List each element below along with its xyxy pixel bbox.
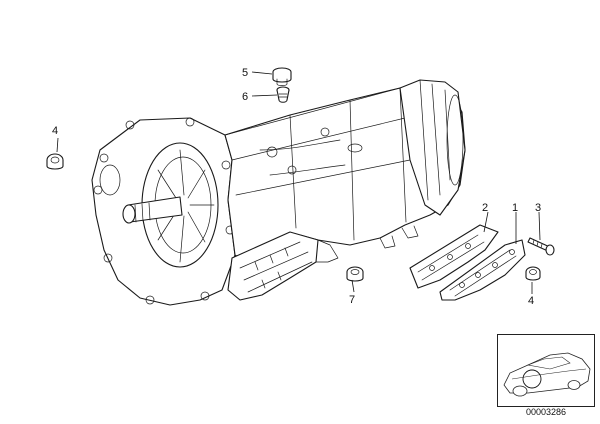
location-marker-icon bbox=[522, 369, 542, 389]
diagram-id: 00003286 bbox=[525, 407, 567, 417]
callout-2: 2 bbox=[482, 202, 488, 214]
bushing-part-6 bbox=[276, 86, 290, 103]
valve-plate-part-1 bbox=[439, 239, 526, 301]
callout-1: 1 bbox=[512, 202, 518, 214]
gasket-part-2 bbox=[409, 224, 499, 289]
callouts: 4 5 6 7 2 1 3 4 bbox=[52, 67, 541, 307]
callout-7: 7 bbox=[349, 294, 355, 306]
vehicle-location-inset bbox=[497, 334, 595, 407]
plug-part-4-right bbox=[525, 266, 541, 281]
callout-4-left: 4 bbox=[52, 125, 58, 137]
transmission-housing bbox=[91, 79, 466, 306]
callout-3: 3 bbox=[535, 202, 541, 214]
callout-6: 6 bbox=[242, 91, 248, 103]
plug-part-7 bbox=[346, 266, 364, 282]
plug-part-5 bbox=[272, 67, 292, 86]
callout-4-right: 4 bbox=[528, 295, 534, 307]
plug-part-4-left bbox=[46, 153, 64, 170]
car-silhouette-icon bbox=[503, 352, 591, 397]
callout-5: 5 bbox=[242, 67, 248, 79]
bolt-part-3 bbox=[527, 237, 555, 256]
